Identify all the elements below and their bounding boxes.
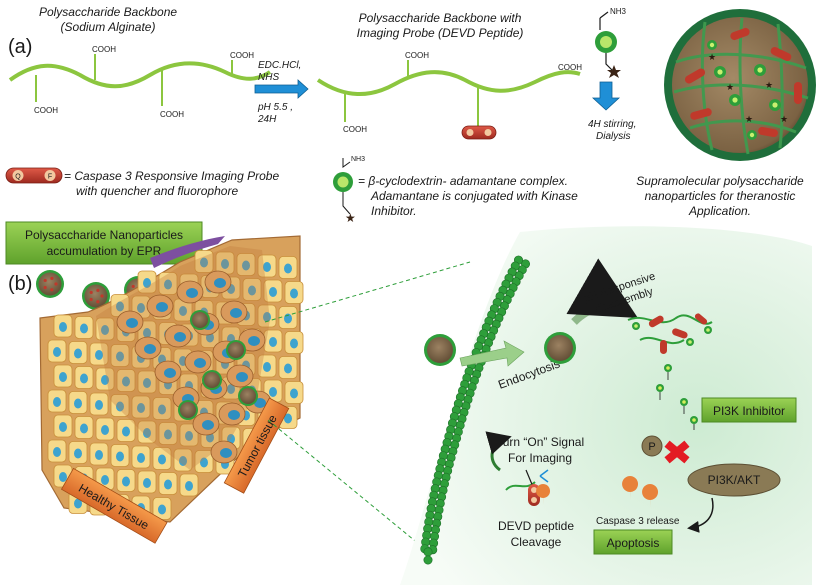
step1-condition: pH 5.5 , <box>257 102 293 113</box>
zoom-line <box>264 261 471 323</box>
svg-text:P: P <box>648 441 655 453</box>
cooh-label: COOH <box>343 125 367 134</box>
disassembly-arrow <box>566 258 638 325</box>
pi3k-akt-node: PI3K/AKT <box>687 463 781 497</box>
disassembled-fragments <box>627 313 713 354</box>
cooh-label: COOH <box>160 110 184 119</box>
cell-membrane <box>420 255 531 565</box>
pi3k-inhibitor-box: PI3K Inhibitor <box>701 397 797 423</box>
step2-condition: 4H stirring, <box>588 119 636 130</box>
devd-cleavage-label: Cleavage <box>511 535 562 549</box>
svg-text:Polysaccharide Nanoparticles: Polysaccharide Nanoparticles <box>25 228 183 242</box>
nanoparticle-icon <box>82 282 110 310</box>
zoom-line <box>267 419 421 546</box>
probe-backbone-subtitle: Imaging Probe (DEVD Peptide) <box>357 26 524 40</box>
cd-legend-text: = β-cyclodextrin- adamantane complex. <box>358 174 568 188</box>
cooh-label: COOH <box>558 63 582 72</box>
alginate-backbone-with-probe <box>316 70 581 96</box>
cd-legend-icon: ★ <box>333 158 356 225</box>
step2-condition: Dialysis <box>596 131 630 142</box>
backbone-title: Polysaccharide Backbone <box>39 5 177 19</box>
incoming-nanoparticle <box>424 334 456 366</box>
internalized-nanoparticle <box>544 332 576 364</box>
devd-cleavage-label: DEVD peptide <box>498 519 574 533</box>
free-kinase-inhibitors <box>656 364 698 430</box>
np-caption: Supramolecular polysaccharide <box>636 174 804 188</box>
svg-text:PI3K Inhibitor: PI3K Inhibitor <box>713 404 785 418</box>
svg-text:★: ★ <box>745 115 753 125</box>
inhibition-cross-icon <box>664 440 690 464</box>
svg-text:★: ★ <box>780 115 788 125</box>
turn-on-signal-label: Turn “On” Signal <box>496 435 584 449</box>
svg-text:PI3K/AKT: PI3K/AKT <box>708 473 761 487</box>
quencher-label: Q <box>15 174 21 181</box>
probe-legend-icon <box>5 167 63 184</box>
backbone-subtitle: (Sodium Alginate) <box>61 20 156 34</box>
probe-legend-text: = Caspase 3 Responsive Imaging Probe <box>64 169 279 183</box>
cyclodextrin-adamantane-icon <box>595 11 621 78</box>
reaction-arrow-2 <box>591 81 621 111</box>
cooh-label: COOH <box>230 51 254 60</box>
panel-b-label: (b) <box>8 273 32 295</box>
cooh-groups <box>35 54 233 106</box>
svg-text:★: ★ <box>345 211 356 225</box>
np-caption: Application. <box>688 204 751 218</box>
cd-legend-text: Inhibitor. <box>371 204 417 218</box>
svg-text:Apoptosis: Apoptosis <box>607 536 660 550</box>
svg-text:★: ★ <box>765 81 773 91</box>
probe-cleavage-icon <box>505 469 551 506</box>
cooh-label: COOH <box>34 106 58 115</box>
nh3-label: NH3 <box>610 7 627 16</box>
cooh-label: COOH <box>92 45 116 54</box>
nanoparticle-icon <box>36 270 64 298</box>
step1-reagent: EDC.HCl, <box>258 60 301 71</box>
signal-arrow <box>687 497 714 533</box>
devd-probe-icon <box>461 125 497 140</box>
fluorophore-label: F <box>48 174 52 181</box>
cooh-label: COOH <box>405 51 429 60</box>
phosphate-icon: P <box>641 435 663 457</box>
caspase-release-label: Caspase 3 release <box>596 516 680 527</box>
np-caption: nanoparticles for theranostic <box>645 189 796 203</box>
reaction-arrow-1 <box>254 79 309 99</box>
svg-text:accumulation by EPR: accumulation by EPR <box>47 244 162 258</box>
svg-text:★: ★ <box>726 83 734 93</box>
turn-on-signal-label: For Imaging <box>508 451 572 465</box>
step1-reagent: NHS <box>258 72 279 83</box>
svg-text:★: ★ <box>708 53 716 63</box>
cooh-groups <box>344 60 479 128</box>
caspase-3-icon <box>622 476 659 508</box>
cd-legend-text: Adamantane is conjugated with Kinase <box>370 189 578 203</box>
apoptosis-box: Apoptosis <box>593 529 673 555</box>
supramolecular-nanoparticle: ★ ★ ★ ★ ★ <box>664 9 816 161</box>
cell-interior <box>400 226 812 585</box>
alginate-backbone <box>8 61 272 89</box>
nh3-label: NH3 <box>351 156 365 163</box>
endocytosis-arrow <box>459 340 525 367</box>
panel-a-label: (a) <box>8 36 32 58</box>
step1-condition: 24H <box>257 114 277 125</box>
cycle-arrow <box>485 431 512 472</box>
probe-legend-text: with quencher and fluorophore <box>76 184 238 198</box>
tissue-block <box>39 235 304 523</box>
probe-backbone-title: Polysaccharide Backbone with <box>359 11 522 25</box>
